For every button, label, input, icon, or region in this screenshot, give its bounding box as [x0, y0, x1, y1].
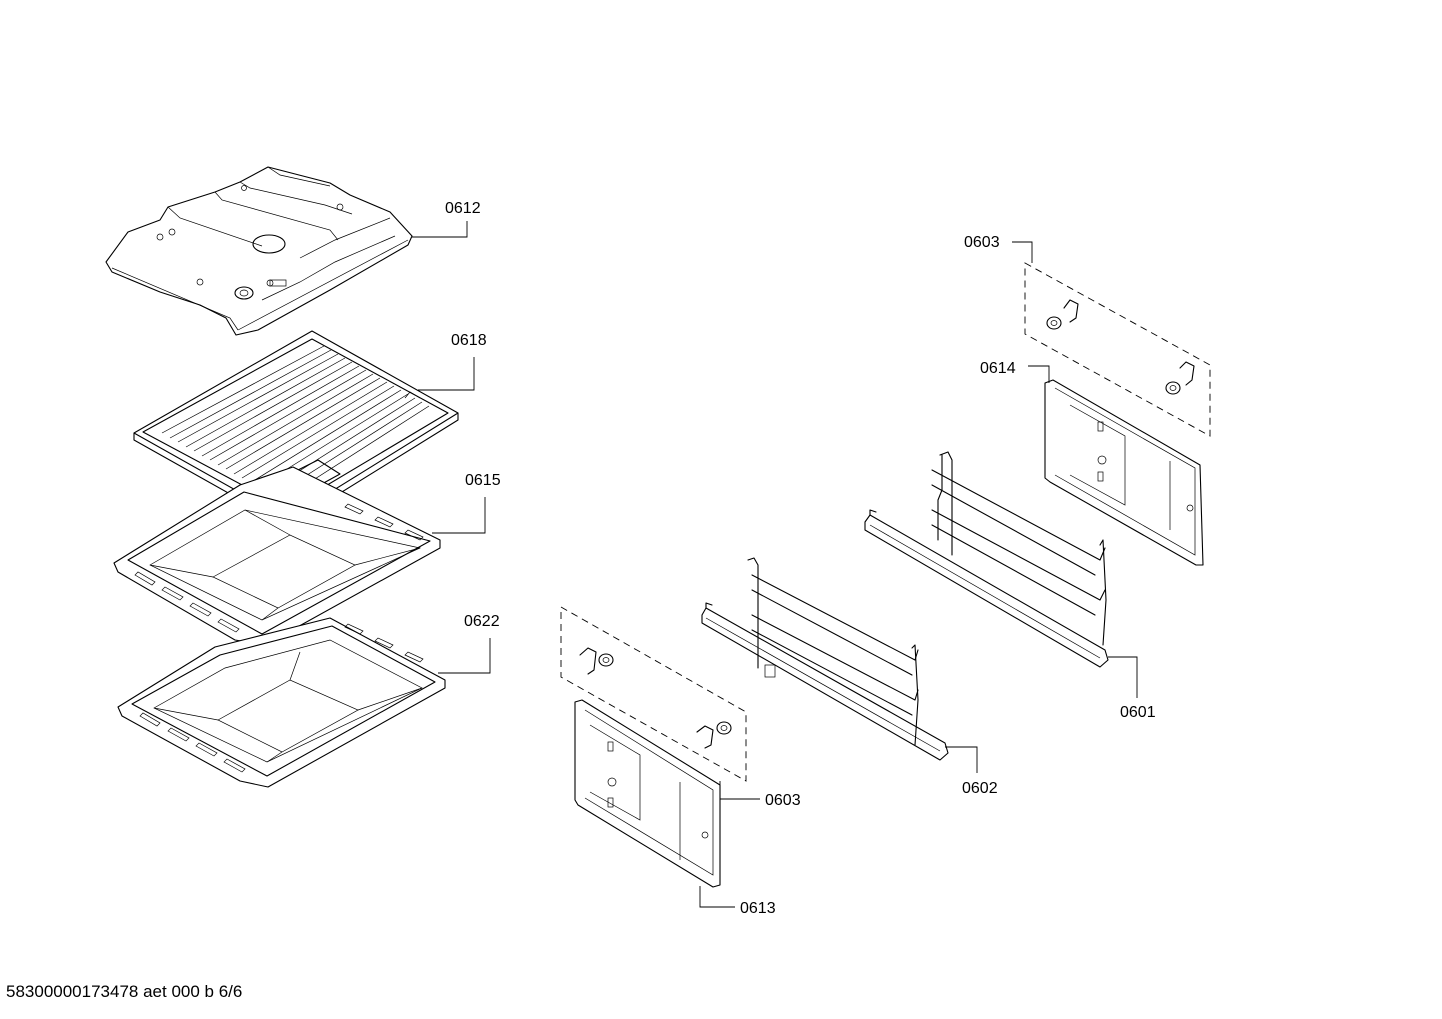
- label-0603-left: 0603: [765, 792, 801, 809]
- part-0603-left-clip-group: [560, 606, 747, 782]
- label-0615: 0615: [465, 472, 501, 489]
- part-0602-telescopic-rail: [701, 557, 949, 761]
- part-0614-right-side-panel: [1044, 379, 1204, 566]
- part-0615-baking-tray: [113, 466, 441, 646]
- document-reference: 58300000173478 aet 000 b 6/6: [6, 982, 243, 1001]
- clip-icon: [1046, 299, 1079, 330]
- part-0622-deep-pan: [117, 617, 446, 788]
- part-0603-right-clip-group: [1024, 262, 1211, 437]
- label-0618: 0618: [451, 332, 487, 349]
- label-0614: 0614: [980, 360, 1016, 377]
- label-0603-right: 0603: [964, 234, 1000, 251]
- label-0612: 0612: [445, 200, 481, 217]
- clip-icon: [579, 647, 614, 675]
- part-0613-left-side-panel: [574, 699, 721, 888]
- label-0622: 0622: [464, 613, 500, 630]
- leader-lines: [412, 221, 1138, 908]
- label-0601: 0601: [1120, 704, 1156, 721]
- part-0601-telescopic-rail: [864, 451, 1109, 668]
- label-0602: 0602: [962, 780, 998, 797]
- label-0613: 0613: [740, 900, 776, 917]
- part-0612-base-cover: [105, 166, 413, 336]
- clip-icon: [696, 721, 732, 749]
- clip-icon: [1165, 361, 1195, 395]
